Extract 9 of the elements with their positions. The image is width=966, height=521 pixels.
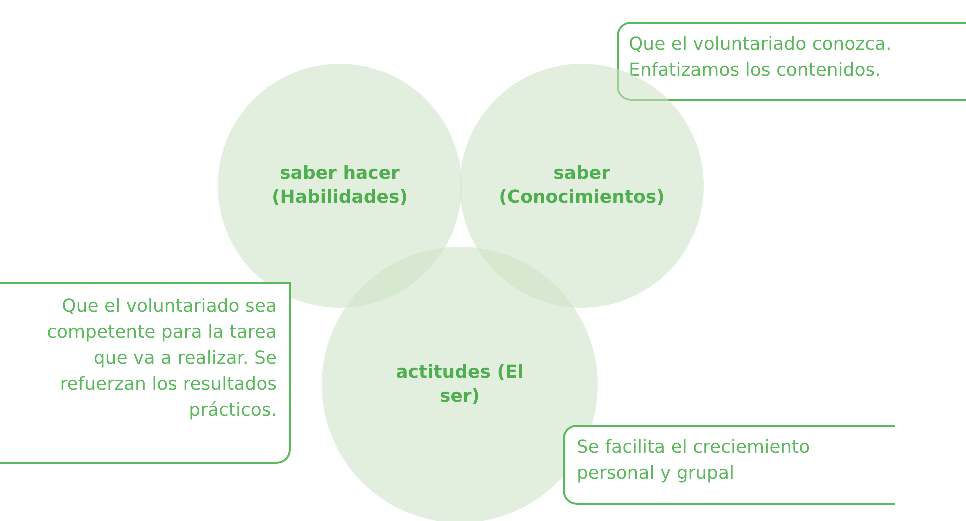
circle-label: actitudes (El ser) xyxy=(395,360,525,409)
callout-text: Que el voluntariado conozca. Enfatizamos los contenidos. xyxy=(629,33,893,84)
callout-box xyxy=(563,425,895,505)
circle-label: saber hacer (Habilidades) xyxy=(271,162,409,210)
callout-box xyxy=(0,282,291,464)
circle-label: saber (Conocimientos) xyxy=(498,162,666,210)
callout-text: Que el voluntariado sea competente para la tarea que va a realizar. Se refuerzan los resultados prácticos. xyxy=(46,295,277,424)
callout-text: Se facilita el creciemiento personal y grupal xyxy=(577,436,812,486)
callout-box xyxy=(617,22,966,101)
